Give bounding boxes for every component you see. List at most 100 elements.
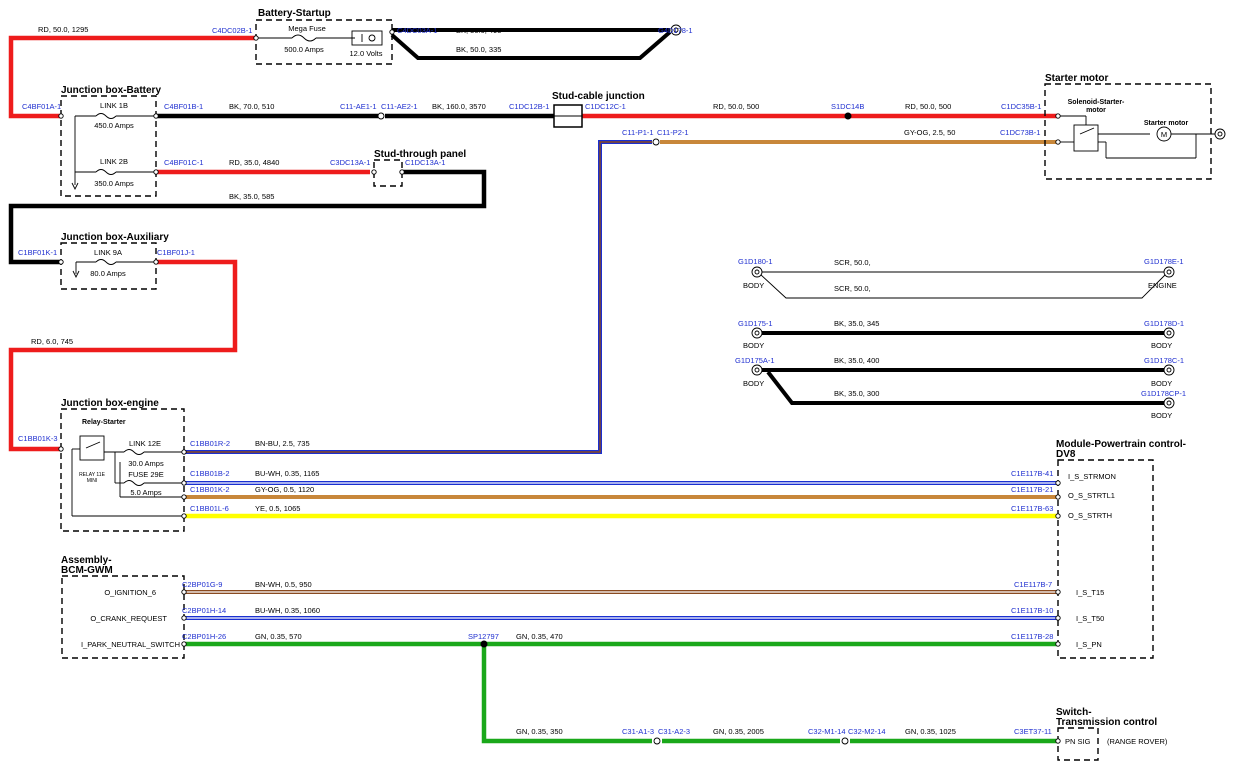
mega-fuse-label: Mega Fuse [288, 24, 326, 33]
fuse-29e-icon [123, 480, 145, 486]
ground-arrow-aux-icon [72, 270, 80, 279]
bcm-pin-crank: O_CRANK_REQUEST [90, 614, 167, 623]
wire-bnbu-735[interactable] [184, 140, 652, 454]
ground-labels: G1D180-1 G1D178E-1 SCR, 50.0, SCR, 50.0,… [735, 257, 1186, 420]
ground-g1d178d: G1D178D-1 [1144, 319, 1184, 328]
wire-red-battery-feed[interactable] [8, 35, 256, 119]
stud-through-box [373, 159, 403, 187]
connector-labels: C4DC02B-1 C4DC03A-1 G4D178-1 C4BF01A-1 C… [18, 26, 1053, 736]
conn-c4bf01a: C4BF01A-1 [22, 102, 61, 111]
wire-label-rd-4840: RD, 35.0, 4840 [229, 158, 279, 167]
wire-label-buwh-1165: BU-WH, 0.35, 1165 [255, 469, 319, 478]
switch-trans-title-2: Transmission control [1056, 717, 1157, 728]
pcm-pin-t15: I_S_T15 [1076, 588, 1104, 597]
wire-label-bnbu-735: BN-BU, 2.5, 735 [255, 439, 310, 448]
wire-black-battery-ground-2[interactable] [390, 30, 672, 60]
conn-c31-a13: C31-A1-3 [622, 727, 654, 736]
motor-symbol: M [1161, 130, 1167, 139]
conn-c2bp01h14: C2BP01H-14 [182, 606, 226, 615]
conn-c1bb01k3: C1BB01K-3 [18, 434, 58, 443]
pcm-title-1: Module-Powertrain control- [1056, 439, 1186, 450]
ground-body-3: BODY [1151, 341, 1172, 350]
wire-scr-engine[interactable] [759, 273, 1167, 299]
ground-engine: ENGINE [1148, 281, 1177, 290]
mega-fuse-rating: 500.0 Amps [284, 45, 324, 54]
pcm-pin-strtl1: O_S_STRTL1 [1068, 491, 1115, 500]
inline-connector-c11-ae [377, 112, 385, 120]
ground-body-1: BODY [743, 281, 764, 290]
conn-c1bb01k2: C1BB01K-2 [190, 485, 230, 494]
conn-c1bb01b2: C1BB01B-2 [190, 469, 230, 478]
inline-connector-c31 [653, 737, 661, 745]
starter-motor-title: Starter motor [1045, 73, 1108, 84]
conn-c1dc73b: C1DC73B-1 [1000, 128, 1040, 137]
conn-c32-m114: C32-M1-14 [808, 727, 846, 736]
wire-bnbu-735-stripe [184, 141, 652, 453]
wire-label-bk-510: BK, 70.0, 510 [229, 102, 274, 111]
conn-c2bp01g9: C2BP01G-9 [182, 580, 222, 589]
ground-body-5: BODY [1151, 379, 1172, 388]
ground-scr-1: SCR, 50.0, [834, 258, 871, 267]
ground-g1d175: G1D175-1 [738, 319, 773, 328]
pcm-pin-strmon: I_S_STRMON [1068, 472, 1116, 481]
conn-c1dc12c: C1DC12C-1 [585, 102, 626, 111]
link-2b-icon [95, 169, 117, 175]
conn-c11-p2: C11-P2-1 [657, 128, 689, 137]
wire-label-ye-1065: YE, 0.5, 1065 [255, 504, 300, 513]
conn-c1e117b28: C1E117B-28 [1011, 632, 1053, 641]
pcm-pin-strth: O_S_STRTH [1068, 511, 1112, 520]
jb-aux-title: Junction box-Auxiliary [61, 232, 169, 243]
jb-engine-title: Junction box-engine [61, 398, 159, 409]
conn-c4dc02b: C4DC02B-1 [212, 26, 252, 35]
conn-c1bb01l6: C1BB01L-6 [190, 504, 229, 513]
conn-c3et37: C3ET37-11 [1014, 727, 1052, 736]
link-2b-rating: 350.0 Amps [94, 179, 134, 188]
bcm-pin-park-neutral: I_PARK_NEUTRAL_SWITCH [81, 640, 180, 649]
relay-starter-icon [79, 435, 105, 461]
relay-note-2: MINI [87, 478, 98, 484]
wires-layer [8, 28, 1167, 744]
wire-red-745[interactable] [8, 259, 238, 452]
switch-trans-box [1057, 727, 1099, 761]
solenoid-label-1: Solenoid-Starter- [1068, 99, 1125, 106]
battery-voltage: 12.0 Volts [350, 49, 383, 58]
conn-c1e117b63: C1E117B-63 [1011, 504, 1053, 513]
switch-trans-pin: PN SIG [1065, 737, 1091, 746]
conn-c32-m214: C32-M2-14 [848, 727, 886, 736]
conn-c1bf01j: C1BF01J-1 [157, 248, 195, 257]
fuse-29e-label: FUSE 29E [128, 470, 163, 479]
switch-trans-note: (RANGE ROVER) [1107, 737, 1168, 746]
wire-black-585[interactable] [8, 169, 487, 265]
wire-gn-350[interactable] [481, 644, 652, 744]
wire-label-rd-500-b: RD, 50.0, 500 [905, 102, 951, 111]
conn-c4dc03a: C4DC03A-1 [397, 26, 437, 35]
conn-c1dc35b: C1DC35B-1 [1001, 102, 1041, 111]
conn-g4d178: G4D178-1 [658, 26, 693, 35]
ground-g1d178cp: G1D178CP-1 [1141, 389, 1186, 398]
stud-cable-title: Stud-cable junction [552, 91, 645, 102]
conn-c1e117b7: C1E117B-7 [1014, 580, 1052, 589]
conn-c1dc12b: C1DC12B-1 [509, 102, 549, 111]
wire-label-bnwh-950: BN-WH, 0.5, 950 [255, 580, 312, 589]
ground-body-2: BODY [743, 341, 764, 350]
conn-c1bf01k: C1BF01K-1 [18, 248, 57, 257]
bcm-pin-ignition: O_IGNITION_6 [104, 588, 156, 597]
link-1b-label: LINK 1B [100, 101, 128, 110]
inline-connector-c11-p [652, 138, 660, 146]
wire-label-gn-350: GN, 0.35, 350 [516, 727, 563, 736]
link-12e-label: LINK 12E [129, 439, 161, 448]
conn-c4bf01c: C4BF01C-1 [164, 158, 204, 167]
wire-black-300[interactable] [766, 370, 1166, 405]
wire-label-rd-1295: RD, 50.0, 1295 [38, 25, 88, 34]
pin-terminals [58, 29, 1061, 744]
wire-label-bk-585: BK, 35.0, 585 [229, 192, 274, 201]
conn-c1e117b10: C1E117B-10 [1011, 606, 1053, 615]
conn-c1bb01r2: C1BB01R-2 [190, 439, 230, 448]
wire-label-bk-3570: BK, 160.0, 3570 [432, 102, 486, 111]
splice-sp12797 [480, 640, 488, 648]
battery-icon [351, 30, 383, 46]
pcm-title-2: DV8 [1056, 449, 1076, 460]
ground-body-6: BODY [1151, 411, 1172, 420]
ground-g1d180: G1D180-1 [738, 257, 773, 266]
solenoid-label-2: motor [1086, 107, 1106, 114]
